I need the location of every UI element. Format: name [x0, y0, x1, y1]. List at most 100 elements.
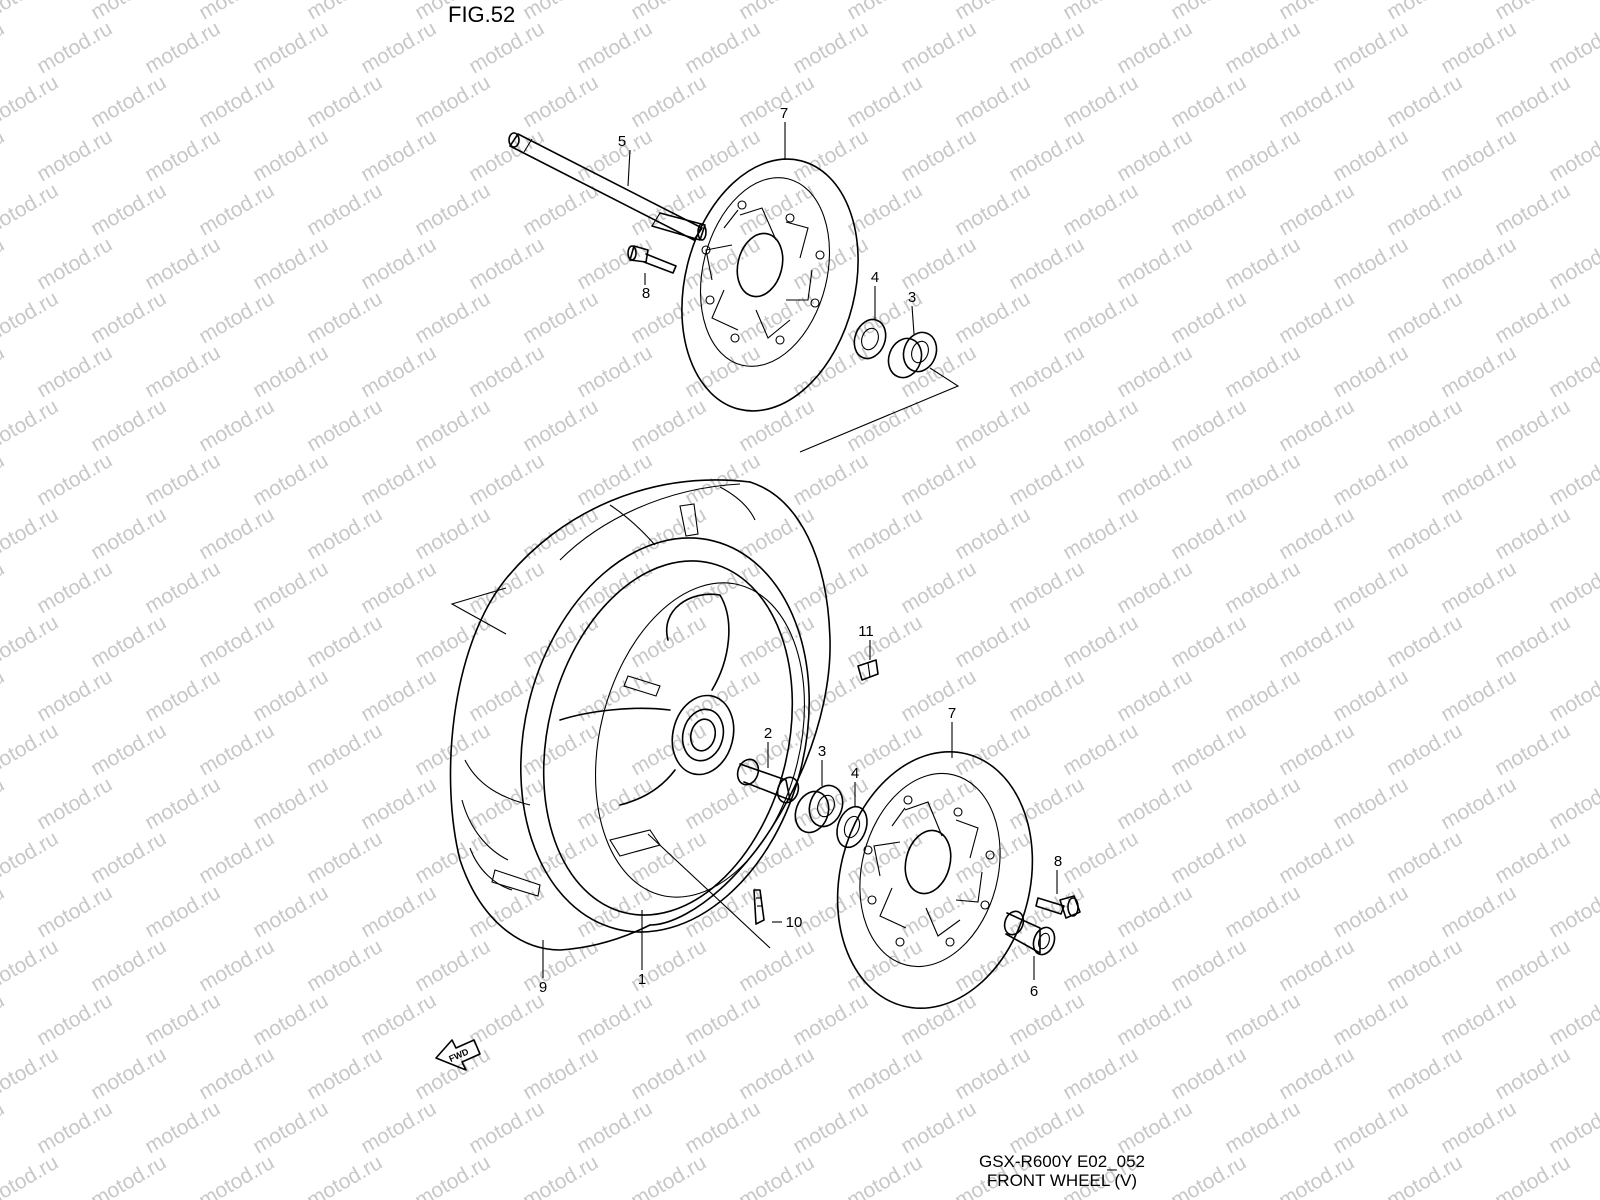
watermark-text: motod.ru: [1059, 827, 1142, 888]
watermark-text: motod.ru: [843, 611, 926, 672]
watermark-text: motod.ru: [357, 665, 440, 726]
watermark-text: motod.ru: [87, 71, 170, 132]
watermark-text: motod.ru: [1329, 773, 1412, 834]
watermark-text: motod.ru: [303, 503, 386, 564]
watermark-text: motod.ru: [33, 881, 116, 942]
watermark-text: motod.ru: [681, 665, 764, 726]
watermark-text: motod.ru: [465, 773, 548, 834]
watermark-text: motod.ru: [951, 719, 1034, 780]
watermark-text: motod.ru: [303, 179, 386, 240]
leader-lines: [542, 122, 1058, 980]
watermark-text: motod.ru: [789, 125, 872, 186]
watermark-text: motod.ru: [357, 1097, 440, 1158]
watermark-text: motod.ru: [249, 881, 332, 942]
watermark-text: motod.ru: [249, 989, 332, 1050]
watermark-text: motod.ru: [141, 665, 224, 726]
tire-valve: [753, 889, 765, 925]
watermark-text: motod.ru: [1059, 395, 1142, 456]
watermark-text: motod.ru: [1005, 557, 1088, 618]
watermark-text: motod.ru: [573, 341, 656, 402]
watermark-text: motod.ru: [1113, 1097, 1196, 1158]
watermark-text: motod.ru: [195, 719, 278, 780]
watermark-text: motod.ru: [411, 287, 494, 348]
front-axle: [508, 132, 707, 241]
watermark-text: motod.ru: [1545, 233, 1600, 294]
watermark-text: motod.ru: [627, 827, 710, 888]
watermark-text: motod.ru: [681, 17, 764, 78]
watermark-text: motod.ru: [573, 449, 656, 510]
watermark-text: motod.ru: [303, 719, 386, 780]
callout-3-upper: 3: [908, 289, 916, 306]
watermark-text: motod.ru: [303, 935, 386, 996]
watermark-text: motod.ru: [33, 1097, 116, 1158]
watermark-text: motod.ru: [195, 287, 278, 348]
watermark-text: motod.ru: [1545, 125, 1600, 186]
watermark-text: motod.ru: [357, 989, 440, 1050]
watermark-text: motod.ru: [1059, 179, 1142, 240]
watermark-text: motod.ru: [195, 179, 278, 240]
watermark-text: motod.ru: [195, 935, 278, 996]
watermark-text: motod.ru: [1329, 125, 1412, 186]
wheel-collar-left: [736, 758, 800, 804]
caption-title: FRONT WHEEL (V): [986, 1171, 1138, 1190]
watermark-text: motod.ru: [1167, 1151, 1250, 1200]
watermark-text: motod.ru: [1113, 773, 1196, 834]
watermark-text: motod.ru: [1437, 233, 1520, 294]
watermark-text: motod.ru: [951, 395, 1034, 456]
callout-6: 6: [1030, 983, 1038, 1000]
watermark-text: motod.ru: [897, 449, 980, 510]
watermark-text: motod.ru: [627, 395, 710, 456]
watermark-text: motod.ru: [357, 881, 440, 942]
watermark-text: motod.ru: [465, 341, 548, 402]
watermark-text: motod.ru: [1491, 179, 1574, 240]
watermark-text: motod.ru: [735, 935, 818, 996]
watermark-text: motod.ru: [0, 665, 8, 726]
watermark-text: motod.ru: [1545, 17, 1600, 78]
watermark-text: motod.ru: [1113, 449, 1196, 510]
watermark-text: motod.ru: [0, 0, 62, 24]
watermark-text: motod.ru: [1005, 233, 1088, 294]
watermark-text: motod.ru: [1005, 449, 1088, 510]
watermark-text: motod.ru: [0, 827, 62, 888]
watermark-text: motod.ru: [0, 1151, 62, 1200]
watermark-text: motod.ru: [1275, 935, 1358, 996]
watermark-text: motod.ru: [1059, 71, 1142, 132]
watermark-text: motod.ru: [897, 665, 980, 726]
watermark-text: motod.ru: [1437, 1097, 1520, 1158]
watermark-text: motod.ru: [0, 449, 8, 510]
watermark-text: motod.ru: [1545, 1097, 1600, 1158]
watermark-text: motod.ru: [1221, 17, 1304, 78]
watermark-text: motod.ru: [1221, 1097, 1304, 1158]
watermark-text: motod.ru: [843, 827, 926, 888]
watermark-text: motod.ru: [789, 1097, 872, 1158]
watermark-text: motod.ru: [1383, 1151, 1466, 1200]
callout-11: 11: [858, 623, 874, 640]
watermark-text: motod.ru: [1005, 665, 1088, 726]
watermark-text: motod.ru: [897, 881, 980, 942]
watermark-text: motod.ru: [735, 719, 818, 780]
watermark-text: motod.ru: [1329, 341, 1412, 402]
watermark-text: motod.ru: [573, 665, 656, 726]
watermark-text: motod.ru: [789, 449, 872, 510]
watermark-text: motod.ru: [0, 1043, 62, 1104]
watermark-text: motod.ru: [1167, 827, 1250, 888]
watermark-text: motod.ru: [195, 827, 278, 888]
watermark-text: motod.ru: [87, 1151, 170, 1200]
watermark-text: motod.ru: [33, 125, 116, 186]
watermark-text: motod.ru: [357, 449, 440, 510]
watermark-text: motod.ru: [1275, 503, 1358, 564]
watermark-text: motod.ru: [627, 1043, 710, 1104]
callout-8-upper: 8: [642, 285, 650, 302]
watermark-text: motod.ru: [33, 665, 116, 726]
bearing-lower: [794, 784, 844, 834]
watermark-text: motod.ru: [897, 557, 980, 618]
watermark-text: motod.ru: [465, 233, 548, 294]
watermark-text: motod.ru: [249, 233, 332, 294]
watermark-text: motod.ru: [951, 503, 1034, 564]
watermark-text: motod.ru: [1167, 503, 1250, 564]
watermark-text: motod.ru: [411, 179, 494, 240]
watermark-text: motod.ru: [465, 557, 548, 618]
watermark-text: motod.ru: [87, 287, 170, 348]
watermark-text: motod.ru: [1545, 449, 1600, 510]
disc-bolt-lower: [1035, 895, 1081, 919]
